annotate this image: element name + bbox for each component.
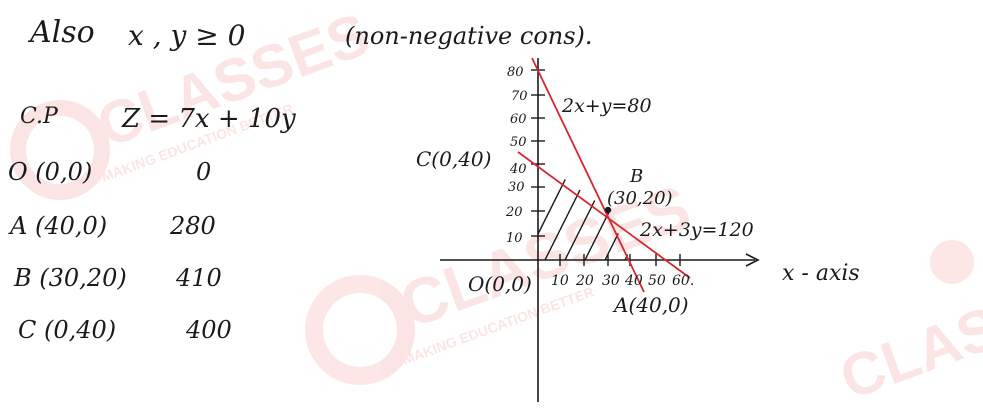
constraint-line-2x-plus-y xyxy=(531,57,645,293)
y-tick-label: 10 xyxy=(506,231,523,246)
y-tick-label: 20 xyxy=(505,205,523,220)
line-label-2x-plus-y: 2x+y=80 xyxy=(561,95,652,117)
table-header-objective: Z = 7x + 10y xyxy=(122,104,296,134)
y-tick-label: 70 xyxy=(511,89,528,104)
table-row-z: 280 xyxy=(170,212,216,240)
x-tick-marks xyxy=(559,254,681,266)
x-tick-label: 30 xyxy=(602,273,620,289)
table-header-corner-point: C.P xyxy=(20,104,58,129)
x-tick-label: 10 xyxy=(551,273,569,289)
x-tick-label: 60. xyxy=(672,273,694,289)
x-tick-label: 40 xyxy=(624,273,643,289)
point-a-label: A(40,0) xyxy=(612,293,689,317)
y-tick-label: 60 xyxy=(510,112,527,127)
line-label-2x-plus-3y: 2x+3y=120 xyxy=(639,219,754,241)
y-tick-label: 30 xyxy=(508,180,525,195)
point-b-dot xyxy=(604,206,612,214)
non-negativity-condition: x , y ≥ 0 xyxy=(128,19,246,52)
x-tick-label: 20 xyxy=(575,273,594,289)
y-tick-marks xyxy=(531,69,545,237)
non-negative-note: (non-negative cons). xyxy=(345,22,593,50)
point-b-coords: (30,20) xyxy=(607,188,673,209)
x-axis-label: x - axis xyxy=(782,261,860,286)
table-row-z: 410 xyxy=(176,264,222,292)
table-row-z: 400 xyxy=(186,316,232,344)
table-row-point: C (0,40) xyxy=(18,316,117,344)
table-row-point: O (0,0) xyxy=(8,158,93,186)
heading-also: Also xyxy=(30,15,95,50)
y-tick-label: 40 xyxy=(509,162,527,177)
x-axis-arrow xyxy=(745,253,760,267)
y-tick-label: 80 xyxy=(507,65,524,80)
x-tick-label: 50 xyxy=(648,273,666,289)
point-b-label: B xyxy=(629,166,643,187)
point-o-label: O(0,0) xyxy=(468,272,532,296)
table-row-z: 0 xyxy=(196,158,212,186)
table-row-point: A (40,0) xyxy=(10,212,108,240)
point-c-label: C(0,40) xyxy=(416,147,491,171)
constraint-line-2x-plus-3y xyxy=(517,151,691,279)
y-tick-label: 50 xyxy=(510,135,527,150)
table-row-point: B (30,20) xyxy=(14,264,127,292)
